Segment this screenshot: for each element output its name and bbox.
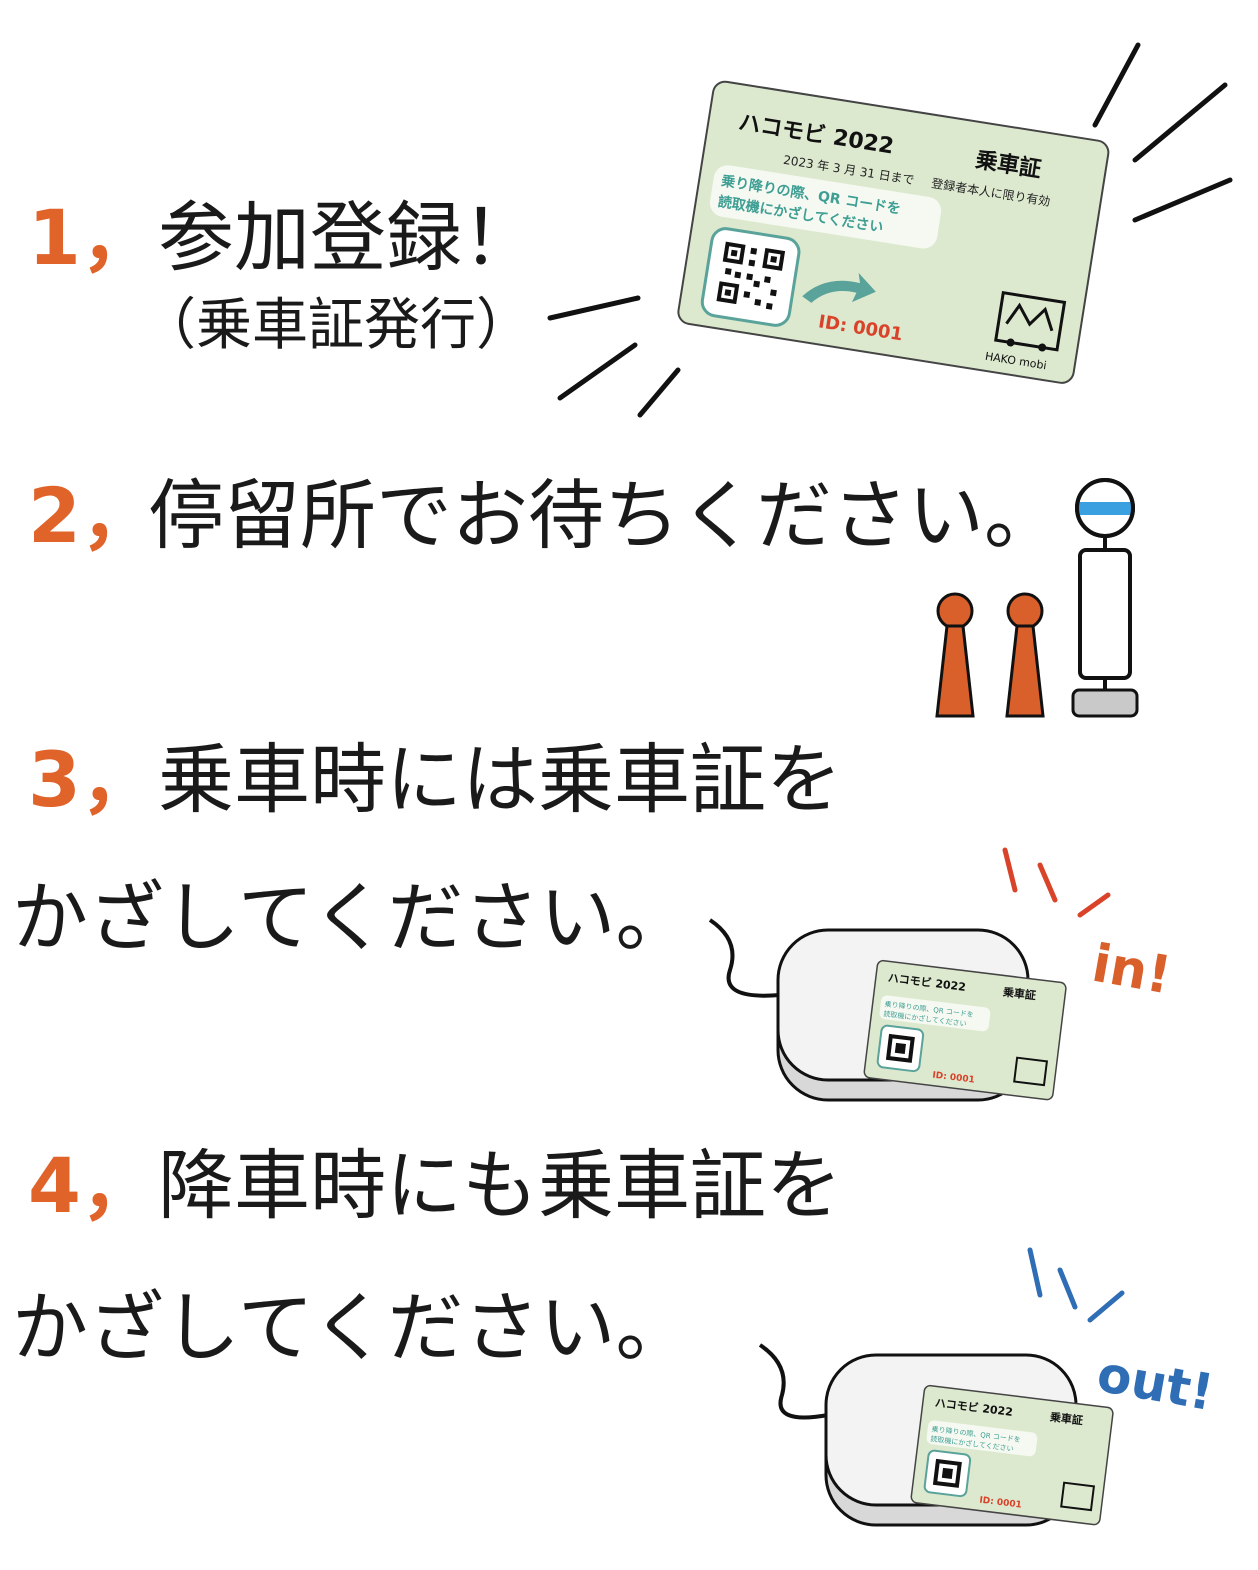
qr-code-icon [716,241,786,310]
ride-pass-card: ハコモビ 2022 乗車証 2023 年 3 月 31 日まで 登録者本人に限り… [677,80,1110,384]
step-3-number: 3， [28,735,157,824]
step-4-text-1: 降車時にも乗車証を [158,1141,842,1230]
signal-lines-icon [1002,847,1111,918]
ride-pass-illustration: ハコモビ 2022 乗車証 2023 年 3 月 31 日まで 登録者本人に限り… [547,42,1233,418]
step-3-text-2: かざしてください。 [12,873,692,962]
bus-stop-illustration [935,478,1139,718]
card-reader-in-illustration: in! ハコモビ 2022 乗車証 乗り降りの際、QR コードを 読取機にかざし… [708,847,1176,1102]
arrow-icon [802,272,876,303]
signal-lines-icon [1027,1247,1125,1323]
step-1-subtext: （乗車証発行） [140,293,532,358]
ride-pass-card-small: ハコモビ 2022 乗車証 乗り降りの際、QR コードを 読取機にかざしてくださ… [910,1384,1114,1526]
step-3-text-1: 乗車時には乗車証を [158,735,842,824]
step-4-number: 4， [28,1141,157,1230]
step-1-number: 1， [28,193,157,282]
step-2-number: 2， [28,471,157,560]
step-2-text: 停留所でお待ちください。 [148,471,1060,560]
svg-text:乗車証: 乗車証 [1049,1410,1083,1428]
in-badge: in! [1088,934,1176,1007]
card-reader-out-illustration: out! ハコモビ 2022 乗車証 乗り降りの際、QR コードを 読取機にかざ… [758,1247,1218,1527]
step-1-text: 参加登録！ [158,193,538,282]
ride-pass-card-small: ハコモビ 2022 乗車証 乗り降りの際、QR コードを 読取機にかざしてくださ… [863,959,1067,1101]
bus-stop-sign-icon [1071,478,1139,718]
waiting-person-icon [935,592,975,718]
waiting-person-icon [1005,592,1045,718]
step-4-text-2: かざしてください。 [12,1283,692,1372]
svg-text:乗車証: 乗車証 [1002,985,1036,1003]
